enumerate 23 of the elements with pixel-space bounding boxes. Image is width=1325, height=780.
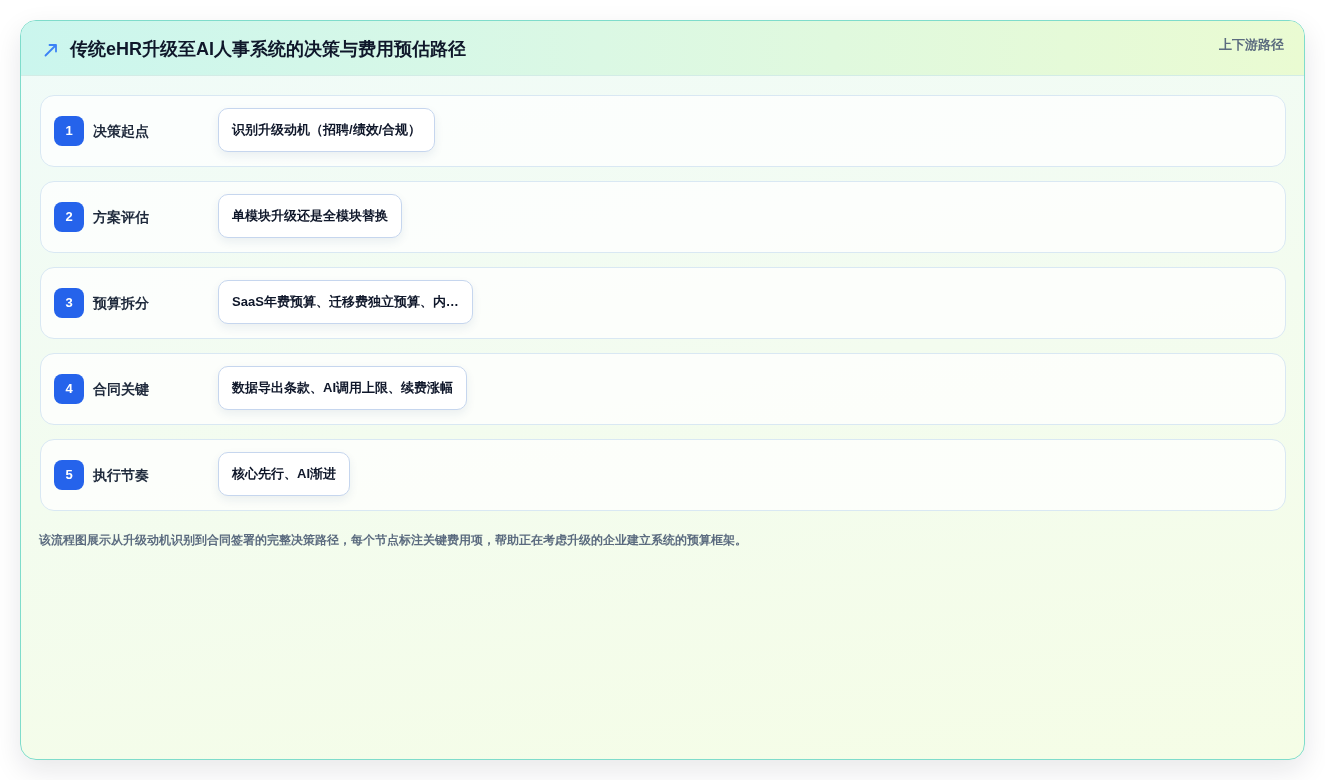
stage-label: 合同关键 [93, 380, 149, 399]
step-number: 2 [54, 202, 84, 232]
detail-box: SaaS年费预算、迁移费独立预算、内… [218, 280, 473, 324]
stage-card [40, 439, 1286, 511]
stage-card [40, 181, 1286, 253]
stage-card [40, 267, 1286, 339]
header-label: 上下游路径 [1219, 36, 1284, 54]
stage-label: 决策起点 [93, 122, 149, 141]
stage-label: 预算拆分 [93, 294, 149, 313]
detail-box: 核心先行、AI渐进 [218, 452, 350, 496]
detail-box: 数据导出条款、AI调用上限、续费涨幅 [218, 366, 467, 410]
stage-label: 执行节奏 [93, 466, 149, 485]
stage-label: 方案评估 [93, 208, 149, 227]
step-number: 1 [54, 116, 84, 146]
detail-box: 识别升级动机（招聘/绩效/合规） [218, 108, 436, 152]
step-number: 3 [54, 288, 84, 318]
title-text: 传统eHR升级至AI人事系统的决策与费用预估路径 [70, 38, 466, 61]
step-number: 5 [54, 460, 84, 490]
step-number: 4 [54, 374, 84, 404]
detail-box: 单模块升级还是全模块替换 [218, 194, 402, 238]
stage-card [40, 95, 1286, 167]
caption-text: 该流程图展示从升级动机识别到合同签署的完整决策路径，每个节点标注关键费用项，帮助正在考虑升级的企业建立系统的预算框架。 [39, 532, 747, 549]
stage-card [40, 353, 1286, 425]
